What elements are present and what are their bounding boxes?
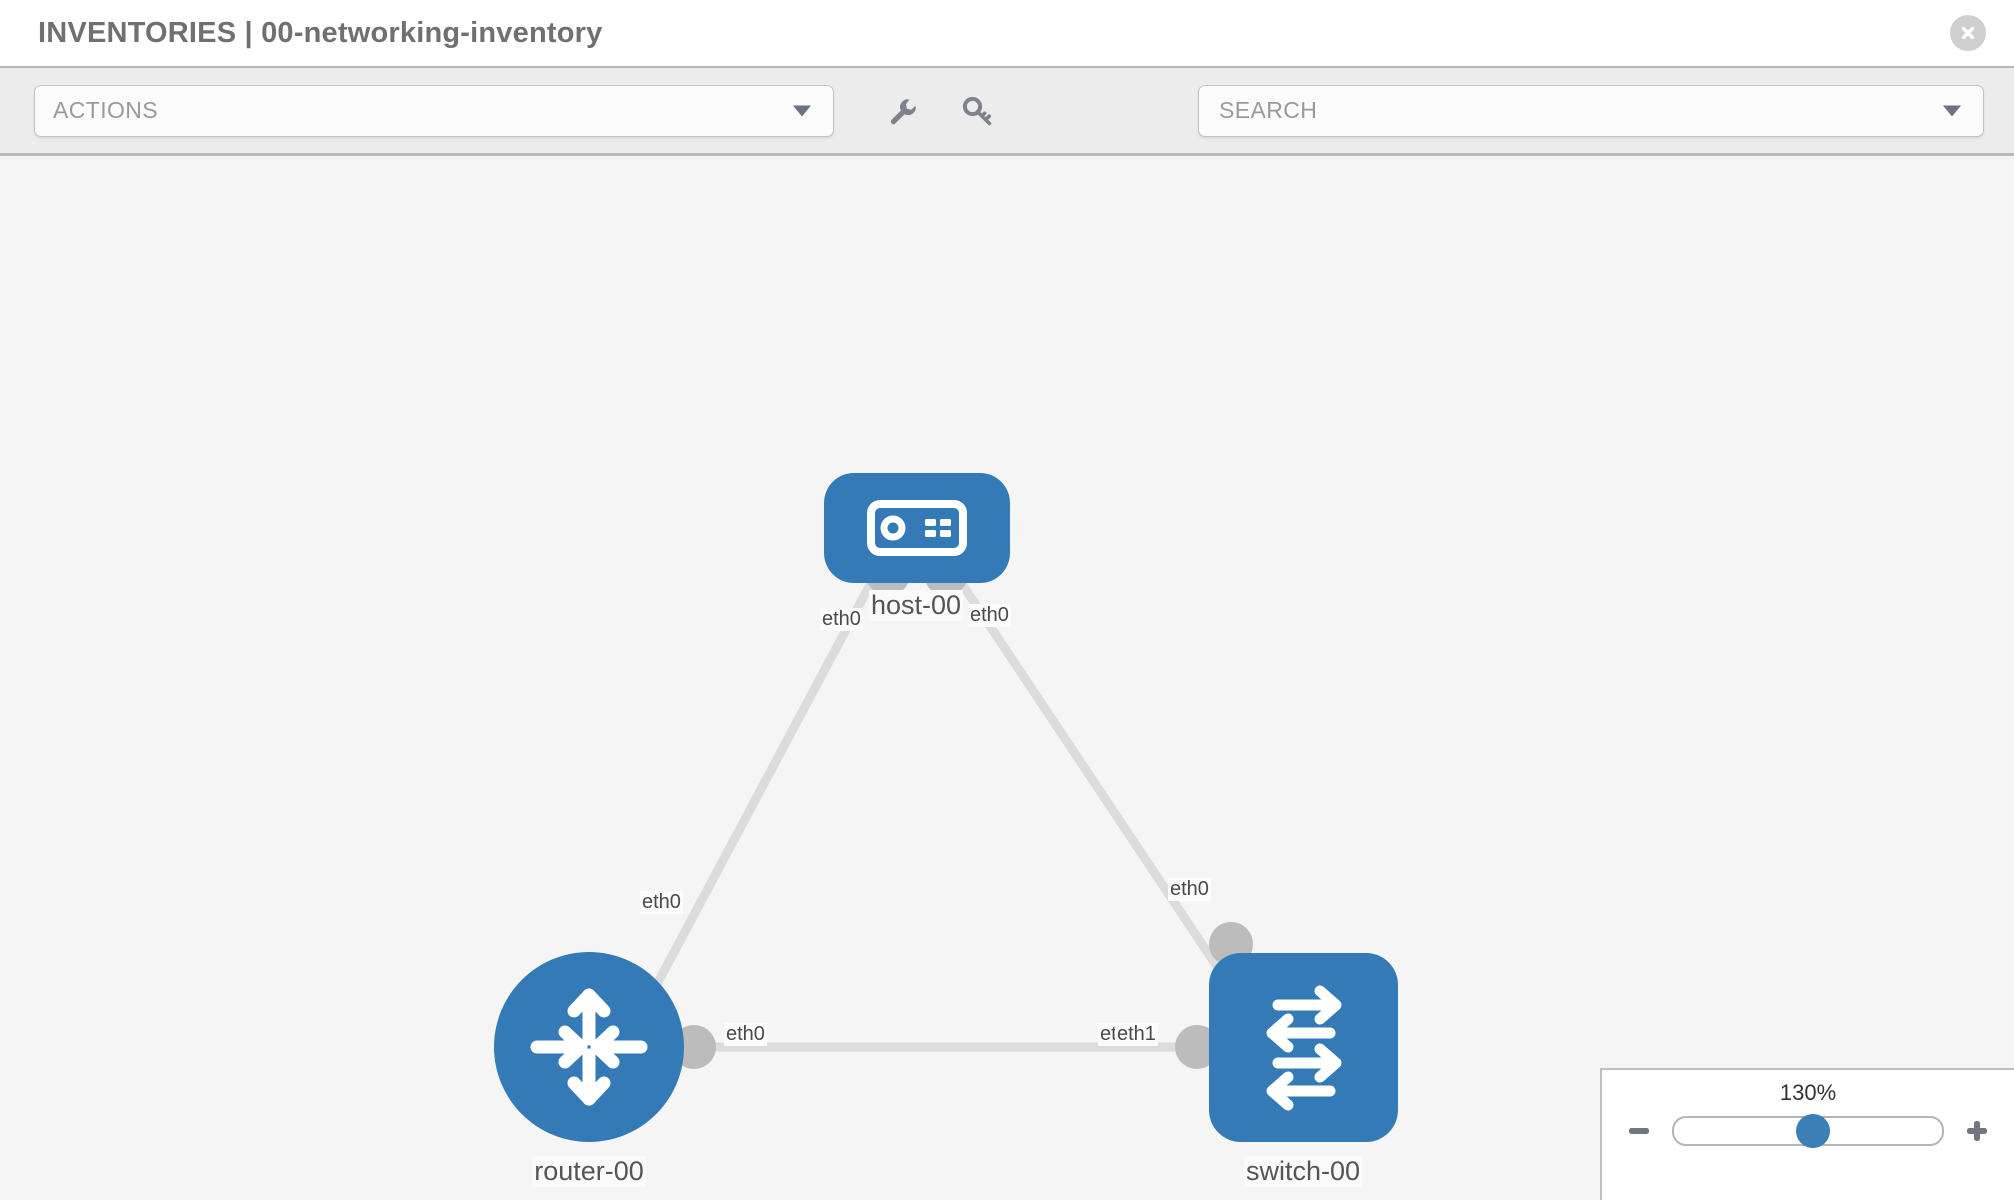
node-switch-00[interactable] (1209, 953, 1398, 1142)
close-button[interactable] (1950, 15, 1986, 51)
node-router-00[interactable] (494, 952, 684, 1142)
zoom-slider-thumb[interactable] (1796, 1114, 1831, 1148)
chevron-down-icon (793, 105, 811, 116)
topology-links (636, 563, 1254, 1052)
iface-label-router-eth0-right: eth0 (724, 1023, 767, 1046)
iface-label-switch-eth1: eth1 (1115, 1023, 1158, 1046)
key-icon (962, 96, 992, 125)
node-label-router-00: router-00 (532, 1156, 646, 1187)
minus-icon (1629, 1128, 1649, 1134)
iface-label-host-eth0-right: eth0 (968, 604, 1011, 627)
node-label-host-00: host-00 (868, 590, 964, 621)
iface-label-router-eth0-up: eth0 (640, 891, 683, 914)
link-host-router[interactable] (636, 563, 884, 1019)
close-icon (1961, 26, 1975, 40)
search-input[interactable] (1217, 96, 1901, 125)
search-chevron-down-icon[interactable] (1943, 105, 1961, 116)
zoom-out-button[interactable] (1624, 1116, 1654, 1146)
actions-dropdown-label: ACTIONS (53, 97, 159, 123)
iface-label-host-eth0-left: eth0 (820, 608, 863, 631)
actions-dropdown[interactable]: ACTIONS (34, 84, 834, 137)
wrench-icon (890, 98, 916, 124)
topology-connectors (621, 552, 1253, 1069)
page-title: INVENTORIES | 00-networking-inventory (38, 16, 603, 49)
zoom-control-panel: 130% (1600, 1068, 2014, 1200)
connector-switch-left[interactable] (1175, 1025, 1219, 1069)
zoom-in-button[interactable] (1962, 1116, 1992, 1146)
link-host-switch[interactable] (946, 563, 1254, 1019)
topology-graph (494, 473, 1398, 1142)
toolbar: ACTIONS (0, 68, 2014, 156)
node-host-00[interactable] (824, 473, 1010, 583)
wrench-button[interactable] (880, 89, 924, 133)
search-field[interactable] (1198, 84, 1984, 137)
zoom-slider-row (1602, 1114, 2014, 1148)
zoom-level-value: 130% (1779, 1080, 1837, 1105)
toolbar-icon-group (880, 89, 1000, 133)
zoom-slider-track[interactable] (1672, 1114, 1944, 1148)
key-button[interactable] (956, 89, 1000, 133)
iface-label-switch-eth0-up: eth0 (1168, 878, 1211, 901)
node-label-switch-00: switch-00 (1243, 1156, 1363, 1187)
topology-canvas[interactable]: host-00 router-00 switch-00 eth0 eth0 et… (0, 156, 2014, 1200)
page-header: INVENTORIES | 00-networking-inventory (0, 0, 2014, 68)
plus-icon (1967, 1121, 1987, 1141)
